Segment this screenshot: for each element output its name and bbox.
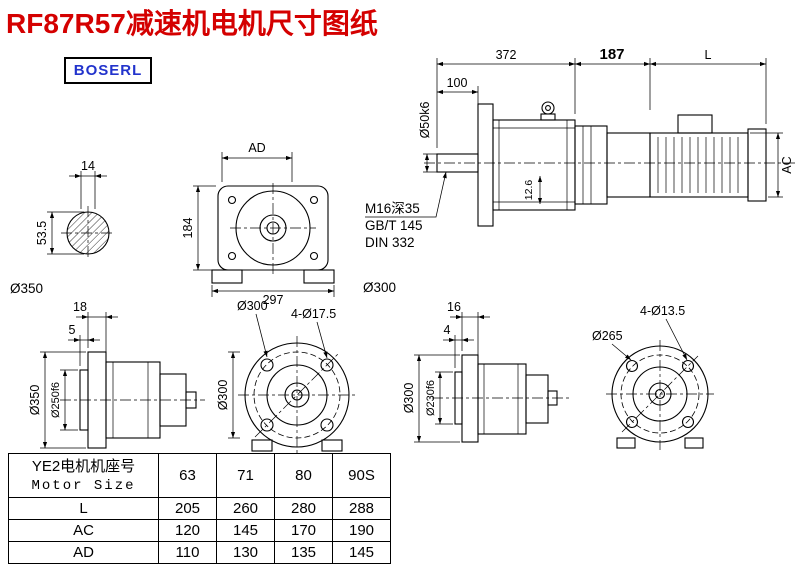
standard-note-din: DIN 332 xyxy=(365,235,415,250)
page-title: RF87R57减速机电机尺寸图纸 xyxy=(6,8,378,39)
dim-ad-label: AD xyxy=(248,141,265,155)
cell-ac-71: 145 xyxy=(216,519,275,542)
bolt-holes-13-label: 4-Ø13.5 xyxy=(640,304,685,318)
size-col-header: 71 xyxy=(216,453,275,498)
thread-note: M16深35 xyxy=(365,201,420,216)
dia-300-vertical-label: Ø300 xyxy=(216,380,230,411)
size-col-header: 63 xyxy=(158,453,217,498)
cell-ac-90s: 190 xyxy=(332,519,391,542)
size-col-header: 90S xyxy=(332,453,391,498)
dim-100-label: 100 xyxy=(447,76,468,90)
cell-l-71: 260 xyxy=(216,497,275,520)
motor-size-header-cell: YE2电机机座号 Motor Size xyxy=(8,453,159,498)
cell-ac-80: 170 xyxy=(274,519,333,542)
bolt-holes-17-label: 4-Ø17.5 xyxy=(291,307,336,321)
flange-thickness-16-label: 16 xyxy=(447,300,461,314)
cell-ad-90s: 145 xyxy=(332,541,391,564)
spigot-dia-230-label: Ø230f6 xyxy=(425,380,437,416)
dim-l-label: L xyxy=(705,48,712,62)
brand-logo-text: BOSERL xyxy=(73,62,143,79)
flange-front-view-left: Ø300 4-Ø17.5 Ø300 xyxy=(216,299,356,456)
flange-dia-350-label: Ø350 xyxy=(10,281,43,296)
shaft-section-view: 14 53.5 Ø350 xyxy=(10,159,115,296)
dia-300-label: Ø300 xyxy=(363,280,396,295)
dim-187-label: 187 xyxy=(599,46,624,63)
cell-ad-80: 135 xyxy=(274,541,333,564)
cell-l-80: 280 xyxy=(274,497,333,520)
brand-logo: BOSERL xyxy=(64,57,152,84)
flange-side-view-right: 16 4 Ø300 Ø230f6 xyxy=(402,300,570,443)
main-assembly-view: 372 187 L 100 Ø50k6 AC 12.6 M16深35 GB/T … xyxy=(365,46,795,250)
motor-size-header-cn: YE2电机机座号 xyxy=(31,457,136,475)
bolt-circle-265-label: Ø265 xyxy=(592,329,623,343)
flange-front-view-right: Ø265 4-Ø13.5 xyxy=(592,304,714,450)
dim-12-6-label: 12.6 xyxy=(523,180,535,201)
dim-184-label: 184 xyxy=(181,218,195,239)
spigot-dia-250-label: Ø250f6 xyxy=(50,382,62,418)
flange-od-300-label: Ø300 xyxy=(402,383,416,414)
table-row-ac: AC 120 145 170 190 xyxy=(8,519,391,542)
table-row-l: L 205 260 280 288 xyxy=(8,497,391,520)
cell-ad-71: 130 xyxy=(216,541,275,564)
dim-372-label: 372 xyxy=(496,48,517,62)
motor-dimension-table: YE2电机机座号 Motor Size 63 71 80 90S L 205 2… xyxy=(8,453,391,564)
size-col-header: 80 xyxy=(274,453,333,498)
standard-note-gb: GB/T 145 xyxy=(365,218,423,233)
bolt-circle-300-label: Ø300 xyxy=(237,299,268,313)
motor-size-header-en: Motor Size xyxy=(31,477,136,494)
flange-thickness-label: 18 xyxy=(73,300,87,314)
shaft-height-label: 53.5 xyxy=(35,221,49,245)
table-header-row: YE2电机机座号 Motor Size 63 71 80 90S xyxy=(8,453,391,498)
dim-297-label: 297 xyxy=(263,293,284,307)
spigot-depth-label: 5 xyxy=(69,323,76,337)
cell-ac-63: 120 xyxy=(158,519,217,542)
shaft-diameter-label: Ø50k6 xyxy=(418,102,432,139)
dim-ac-label: AC xyxy=(780,156,794,173)
table-row-ad: AD 110 130 135 145 xyxy=(8,541,391,564)
cell-ad-63: 110 xyxy=(158,541,217,564)
row-label-ad: AD xyxy=(8,541,159,564)
spigot-depth-4-label: 4 xyxy=(444,323,451,337)
cell-l-63: 205 xyxy=(158,497,217,520)
gearbox-front-view: AD 184 297 Ø300 xyxy=(181,141,396,307)
flange-od-350-label: Ø350 xyxy=(28,385,42,416)
flange-side-view-left: 18 5 Ø350 Ø250f6 xyxy=(28,300,205,449)
row-label-l: L xyxy=(8,497,159,520)
keyway-width-label: 14 xyxy=(81,159,95,173)
row-label-ac: AC xyxy=(8,519,159,542)
cell-l-90s: 288 xyxy=(332,497,391,520)
